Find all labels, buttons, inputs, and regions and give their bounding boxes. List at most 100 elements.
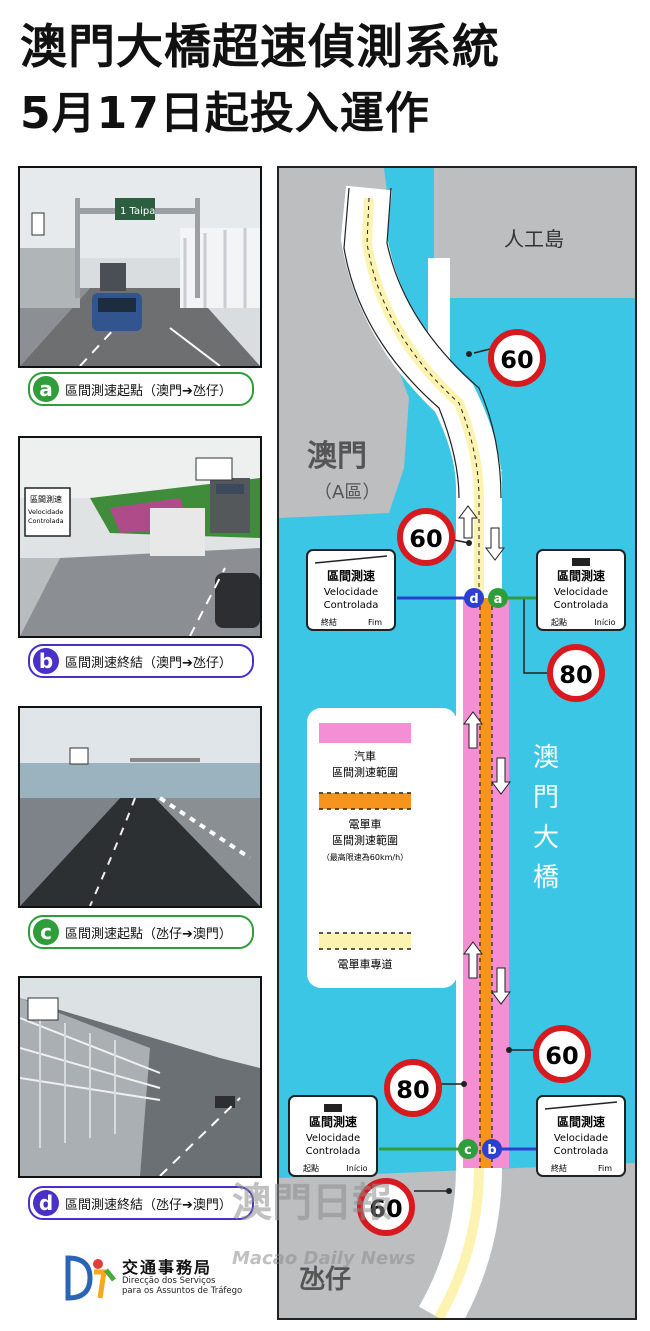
legend-box	[307, 708, 457, 988]
sign-start-ur-line2: Controlada	[554, 600, 609, 611]
photo-c	[18, 706, 262, 908]
svg-text:a: a	[494, 592, 503, 607]
dsat-logo: 交通事務局 Direcção dos Serviços para os Assu…	[60, 1250, 260, 1310]
sign-start-ur-title: 區間測速	[557, 568, 605, 583]
legend-car-line2: 區間測速範圍	[332, 765, 398, 779]
zone-a-label: （A區）	[314, 482, 380, 503]
legend-moto-swatch	[319, 793, 411, 809]
legend-moto-lane-swatch	[319, 933, 411, 949]
dsat-name-zh: 交通事務局	[122, 1258, 213, 1277]
point-c-marker: c	[458, 1139, 478, 1159]
speed-right-after-a-value: 80	[559, 661, 592, 689]
photo-d	[18, 976, 262, 1178]
legend-moto-line2: 區間測速範圍	[332, 833, 398, 847]
sign-end-lr-line1: Velocidade	[554, 1133, 608, 1144]
macau-label: 澳門	[307, 439, 367, 474]
legend-car-line1: 汽車	[354, 749, 376, 763]
speed-limit-bottom: 60	[357, 1178, 415, 1236]
caption-a: a 區間測速起點（澳門➔氹仔）	[28, 372, 254, 406]
dsat-name-pt1: Direcção dos Serviços	[122, 1276, 216, 1286]
caption-d-text: 區間測速終結（氹仔➔澳門）	[65, 1197, 232, 1213]
photo-b-sign-zh: 區間測速	[30, 494, 62, 504]
sign-start-ll-zh: 起點	[303, 1163, 319, 1173]
arrow-down-3	[485, 527, 505, 561]
speed-limit-top-right: 60	[488, 329, 546, 387]
bridge-label-4: 橋	[533, 863, 559, 893]
artificial-island-label: 人工島	[504, 227, 564, 251]
caption-d: d 區間測速終結（氹仔➔澳門）	[28, 1186, 254, 1220]
point-b-badge: b	[33, 648, 59, 674]
point-b-marker: b	[482, 1139, 502, 1159]
speed-bottom-value: 60	[369, 1195, 402, 1223]
sign-start-ll-line1: Velocidade	[306, 1133, 360, 1144]
page-title-line1: 澳門大橋超速偵測系統	[20, 20, 500, 75]
point-a-badge: a	[33, 376, 59, 402]
arrow-up-3	[458, 505, 478, 539]
arrow-up-1	[463, 711, 483, 749]
photo-b: 區間測速 Velocidade Controlada	[18, 436, 262, 638]
arrow-down-1	[491, 757, 511, 795]
sign-end-ul-pt: Fim	[368, 618, 382, 627]
sign-end-lr-pt: Fim	[598, 1164, 612, 1173]
photo-a-sign: 1 Taipa	[120, 206, 155, 217]
arrow-down-2	[491, 967, 511, 1005]
watermark-en: Macao Daily News	[232, 1248, 416, 1269]
point-d-badge: d	[33, 1190, 59, 1216]
photo-b-sign-pt2: Controlada	[28, 517, 64, 525]
moto-zone-band	[480, 598, 492, 1168]
speed-upper-left-value: 60	[409, 525, 442, 553]
dsat-logo-icon	[65, 1255, 116, 1301]
caption-c-text: 區間測速起點（氹仔➔澳門）	[65, 926, 232, 942]
svg-text:d: d	[469, 592, 478, 607]
bridge-label-1: 澳	[533, 743, 559, 773]
artificial-island-land	[434, 168, 635, 298]
watermark-zh: 澳門日報	[232, 1180, 392, 1226]
taipa-label: 氹仔	[299, 1264, 351, 1295]
sign-end-ul-line1: Velocidade	[324, 587, 378, 598]
speed-limit-lower-left: 80	[384, 1059, 442, 1117]
legend-moto-lane-label: 電單車專道	[338, 957, 393, 971]
speed-top-right-value: 60	[500, 346, 533, 374]
sign-start-lower-left: 區間測速 Velocidade Controlada 起點 Início	[288, 1095, 378, 1177]
sign-start-ur-pt: Início	[594, 618, 615, 627]
arrow-up-2	[463, 941, 483, 979]
caption-a-text: 區間測速起點（澳門➔氹仔）	[65, 383, 232, 399]
sign-end-lower-right: 區間測速 Velocidade Controlada 終結 Fim	[536, 1095, 626, 1177]
photo-a: 1 Taipa	[18, 166, 262, 368]
svg-text:c: c	[464, 1143, 472, 1158]
bridge-label-3: 大	[533, 823, 559, 853]
bridge-map: 汽車 區間測速範圍 電單車 區間測速範圍 （最高限速為60km/h） 電單車專道…	[277, 166, 637, 1320]
sign-start-ur-zh: 起點	[551, 617, 567, 627]
legend-car-swatch	[319, 723, 411, 743]
sign-start-upper-right: 區間測速 Velocidade Controlada 起點 Início	[536, 549, 626, 631]
sign-start-ll-title: 區間測速	[309, 1114, 357, 1129]
speed-lower-right-value: 60	[545, 1042, 578, 1070]
caption-c: c 區間測速起點（氹仔➔澳門）	[28, 915, 254, 949]
speed-limit-upper-left: 60	[397, 508, 455, 566]
photo-b-sign-pt1: Velocidade	[28, 508, 63, 516]
sign-start-ll-line2: Controlada	[306, 1146, 361, 1157]
speed-limit-lower-right: 60	[533, 1025, 591, 1083]
svg-text:b: b	[487, 1143, 496, 1158]
sign-end-ul-line2: Controlada	[324, 600, 379, 611]
sign-end-lr-zh: 終結	[551, 1163, 567, 1173]
page-title-line2: 5月17日起投入運作	[20, 88, 430, 139]
dsat-name-pt2: para os Assuntos de Tráfego	[122, 1286, 243, 1296]
bridge-label-2: 門	[533, 783, 559, 813]
legend-moto-note: （最高限速為60km/h）	[322, 852, 408, 862]
sign-end-ul-title: 區間測速	[327, 568, 375, 583]
caption-b: b 區間測速終結（澳門➔氹仔）	[28, 644, 254, 678]
legend-moto-line1: 電單車	[349, 817, 382, 831]
point-d-marker: d	[464, 588, 484, 608]
sign-end-upper-left: 區間測速 Velocidade Controlada 終結 Fim	[306, 549, 396, 631]
point-c-badge: c	[33, 919, 59, 945]
point-a-marker: a	[488, 588, 508, 608]
speed-lower-left-value: 80	[396, 1076, 429, 1104]
sign-start-ur-line1: Velocidade	[554, 587, 608, 598]
sign-end-lr-title: 區間測速	[557, 1114, 605, 1129]
caption-b-text: 區間測速終結（澳門➔氹仔）	[65, 655, 232, 671]
sign-end-ul-zh: 終結	[321, 617, 337, 627]
speed-limit-right-after-a: 80	[547, 644, 605, 702]
sign-start-ll-pt: Início	[346, 1164, 367, 1173]
sign-end-lr-line2: Controlada	[554, 1146, 609, 1157]
